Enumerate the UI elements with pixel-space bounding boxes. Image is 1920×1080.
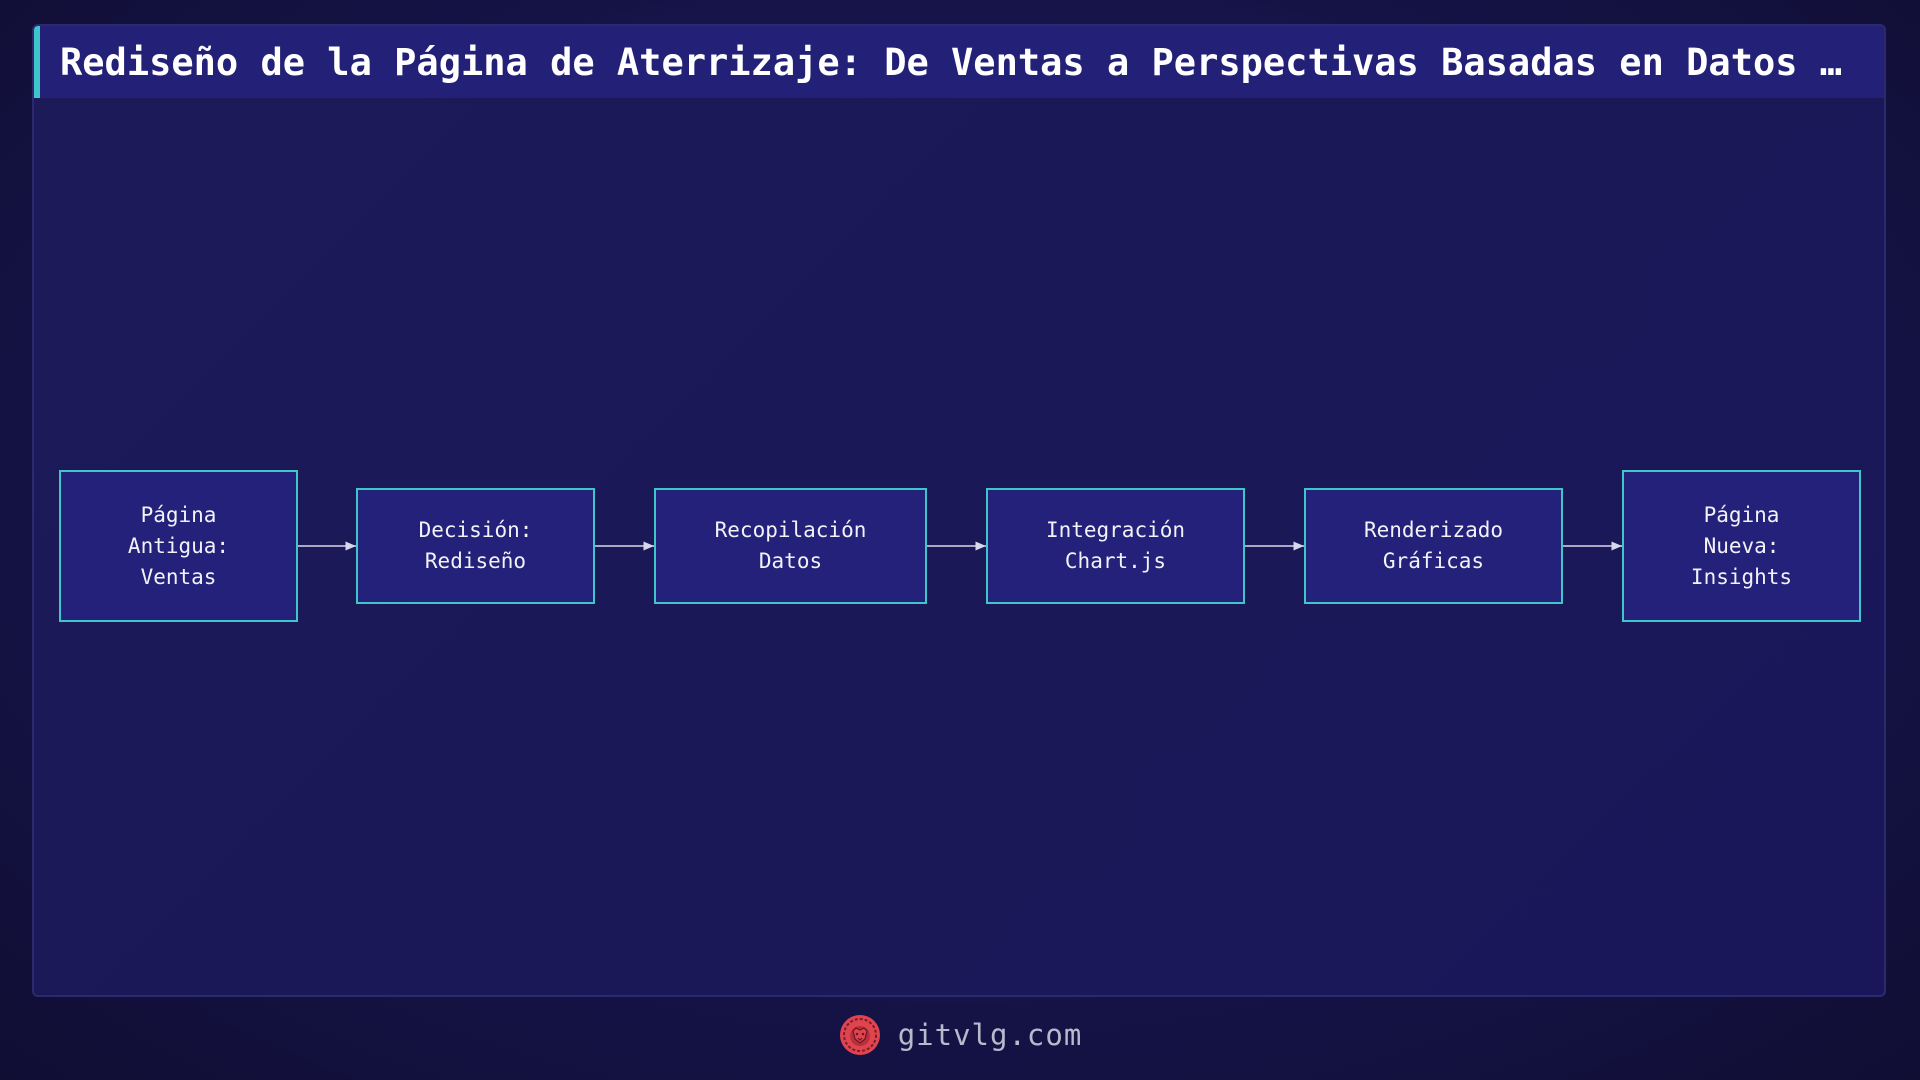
node-new-page: Página Nueva: Insights — [1622, 470, 1861, 622]
node-label: Renderizado Gráficas — [1363, 518, 1504, 573]
node-old-page: Página Antigua: Ventas — [59, 470, 298, 622]
node-data-collection: Recopilación Datos — [654, 488, 927, 604]
footer: gitvlg.com — [0, 1010, 1920, 1060]
node-label: Recopilación Datos — [714, 518, 867, 573]
title-bar: Rediseño de la Página de Aterrizaje: De … — [34, 26, 1884, 98]
diagram-frame: Rediseño de la Página de Aterrizaje: De … — [32, 24, 1886, 997]
node-label: Página Nueva: Insights — [1690, 502, 1793, 589]
node-decision: Decisión: Rediseño — [356, 488, 595, 604]
node-label: Página Antigua: Ventas — [127, 502, 230, 589]
node-chartjs-integration: Integración Chart.js — [986, 488, 1245, 604]
node-label: Integración Chart.js — [1045, 518, 1186, 573]
node-chart-rendering: Renderizado Gráficas — [1304, 488, 1563, 604]
footer-site-link[interactable]: gitvlg.com — [897, 1018, 1083, 1052]
lion-icon — [839, 1015, 880, 1055]
node-label: Decisión: Rediseño — [418, 518, 533, 573]
